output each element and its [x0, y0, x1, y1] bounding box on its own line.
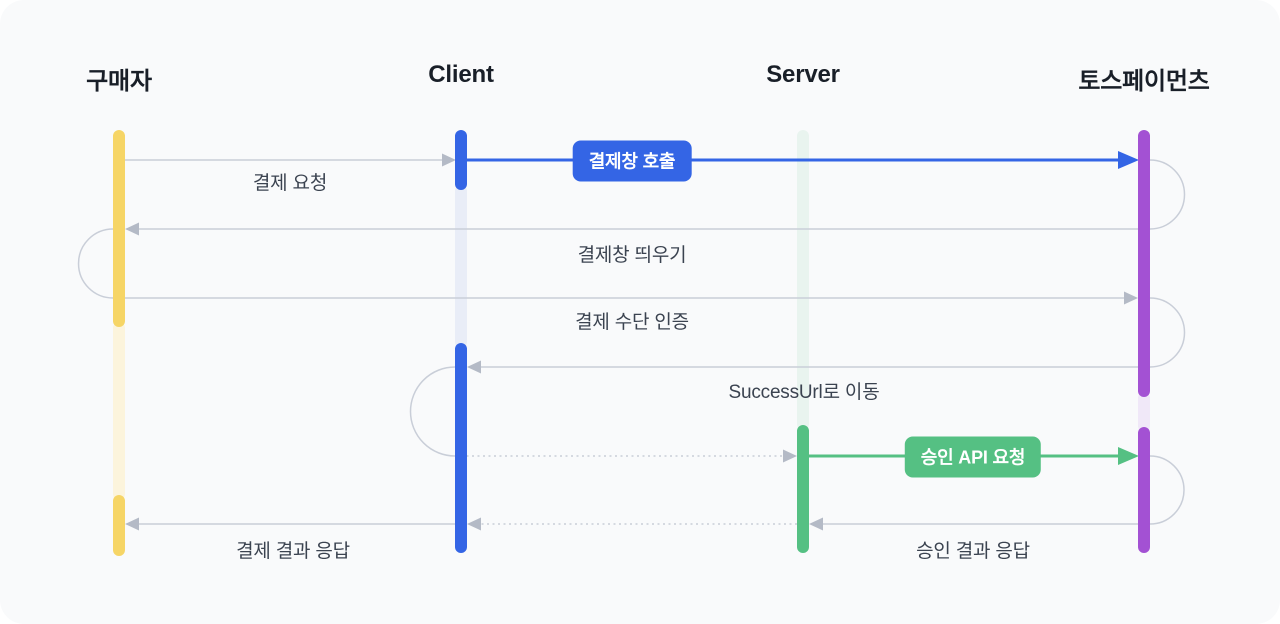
arrowhead-approve-api	[1118, 447, 1139, 465]
activation-bar-tosspayments-1	[1138, 130, 1150, 397]
participant-label-server: Server	[766, 61, 840, 88]
arrowhead-success-url	[467, 360, 481, 374]
loop-buyer	[77, 228, 114, 299]
message-label-success-url: SuccessUrl로 이동	[728, 382, 880, 403]
activation-bar-buyer-2	[113, 495, 125, 556]
arrowhead-checkout-call	[1118, 151, 1139, 169]
lifeline-track-server	[797, 130, 809, 430]
loop-toss-1	[1149, 159, 1186, 230]
participant-label-tosspayments: 토스페이먼츠	[1078, 68, 1210, 95]
arrowhead-approve-response	[809, 517, 823, 531]
loop-toss-3	[1149, 455, 1185, 525]
message-label-payment-response: 결제 결과 응답	[236, 541, 350, 562]
activation-bar-client-2	[455, 343, 467, 553]
arrowhead-payment-request	[442, 153, 456, 167]
message-badge-approve-api: 승인 API 요청	[904, 436, 1042, 478]
lifeline-track-client	[455, 185, 467, 348]
arrowhead-client-to-server	[783, 449, 797, 463]
message-label-show-checkout: 결제창 띄우기	[577, 245, 687, 266]
arrowhead-show-checkout	[125, 222, 139, 236]
message-label-payment-request: 결제 요청	[252, 173, 328, 194]
lifeline-track-tosspayments	[1138, 392, 1150, 432]
arrowhead-auth-method	[1124, 291, 1138, 305]
participant-label-client: Client	[428, 61, 494, 88]
message-badge-checkout-call: 결제창 호출	[572, 140, 692, 182]
activation-bar-client-1	[455, 130, 467, 190]
message-label-approve-response: 승인 결과 응답	[916, 541, 1030, 562]
loop-toss-2	[1149, 297, 1186, 368]
lifeline-track-buyer	[113, 322, 125, 500]
activation-bar-buyer-1	[113, 130, 125, 327]
message-label-auth-method: 결제 수단 인증	[575, 312, 689, 333]
activation-bar-tosspayments-2	[1138, 427, 1150, 553]
loop-client	[409, 366, 456, 457]
arrowhead-payment-response	[125, 517, 139, 531]
participant-label-buyer: 구매자	[86, 68, 152, 95]
activation-bar-server	[797, 425, 809, 553]
arrowhead-server-to-client	[467, 517, 481, 531]
